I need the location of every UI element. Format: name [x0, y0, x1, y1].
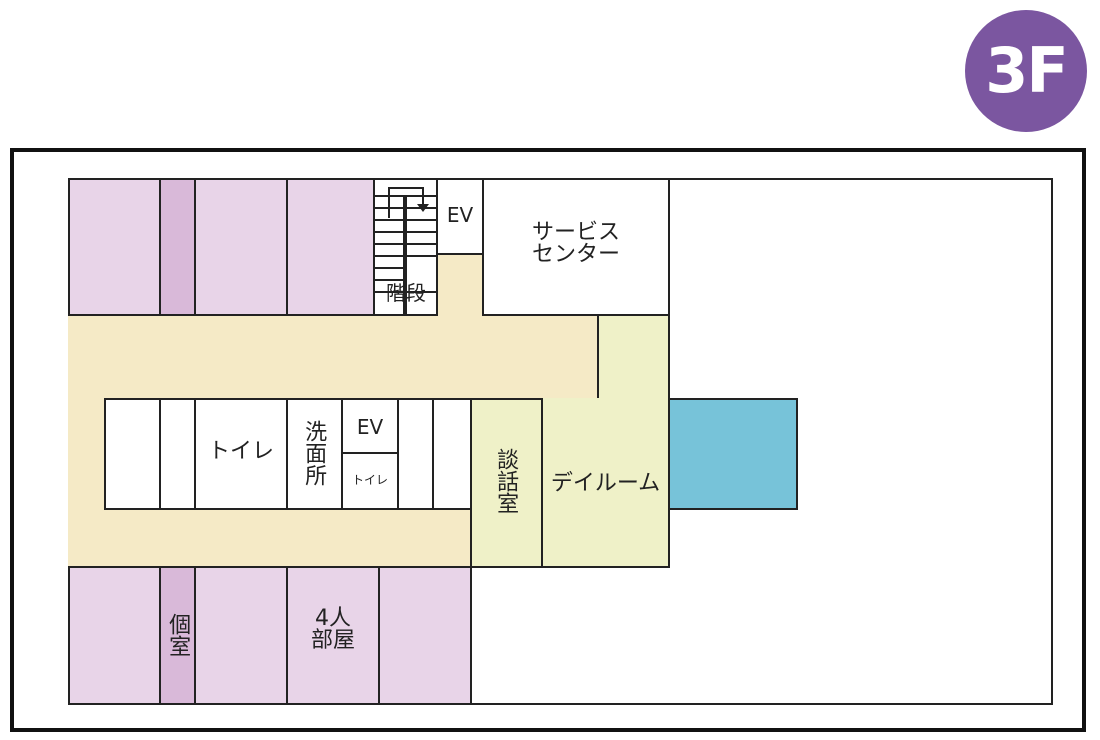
day-room-upper — [598, 314, 670, 400]
four-person-room-top-2 — [194, 178, 288, 316]
wall — [597, 314, 599, 400]
four-person-room-top-1 — [68, 178, 161, 316]
four-person-room-label: 4人 部屋 — [310, 606, 355, 653]
private-room-top — [159, 178, 196, 316]
floor-badge-label: 3F — [985, 34, 1068, 107]
service-center-label: サービス センター — [531, 220, 620, 267]
elevator-top — [436, 178, 484, 255]
toilet-label: トイレ — [207, 439, 274, 464]
talk-room — [470, 398, 543, 568]
balcony — [668, 398, 798, 510]
four-person-room-bottom-1 — [68, 566, 161, 705]
day-room-label: デイルーム — [550, 471, 661, 496]
private-room-label: 個室 — [165, 613, 191, 657]
toilet-small — [341, 452, 399, 510]
core-room-1 — [104, 398, 161, 510]
core-room-2 — [159, 398, 196, 510]
toilet-small-label: トイレ — [351, 473, 388, 487]
day-room — [541, 398, 670, 568]
toilet — [194, 398, 288, 510]
four-person-room-top-3 — [286, 178, 375, 316]
day-room-fill — [543, 398, 668, 402]
talk-room-label: 談話室 — [493, 448, 519, 514]
four-person-room-bottom-4 — [378, 566, 472, 705]
core-room-3 — [397, 398, 434, 510]
stairs-steps-icon — [373, 187, 438, 316]
four-person-room-bottom-2 — [194, 566, 288, 705]
washroom-label: 洗面所 — [301, 420, 327, 486]
corridor-ext — [436, 253, 484, 317]
elevator-center-label: EV — [356, 415, 384, 439]
washroom — [286, 398, 343, 510]
core-room-4 — [432, 398, 472, 510]
four-person-room — [286, 566, 380, 705]
elevator-top-label: EV — [446, 203, 474, 227]
stairs-label: 階段 — [386, 281, 426, 305]
service-center — [482, 178, 670, 316]
floor-badge: 3F — [965, 10, 1087, 132]
